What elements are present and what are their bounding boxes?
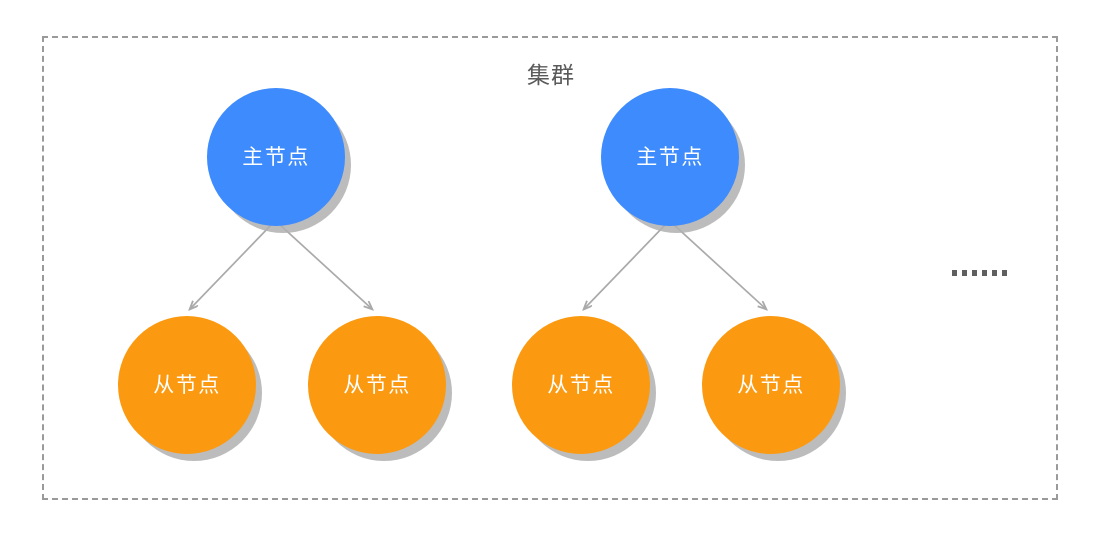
slave-node-1-label: 从节点 <box>153 374 221 397</box>
cluster-boundary <box>42 36 1058 500</box>
slave-node-3[interactable]: 从节点 <box>512 316 650 454</box>
master-node-2-label: 主节点 <box>636 146 704 169</box>
continuation-ellipsis <box>952 258 1012 288</box>
master-node-1-label: 主节点 <box>242 146 310 169</box>
cluster-title: 集群 <box>527 62 575 88</box>
ellipsis-dot <box>1002 270 1007 276</box>
slave-node-1[interactable]: 从节点 <box>118 316 256 454</box>
slave-node-3-label: 从节点 <box>547 374 615 397</box>
slave-node-2-label: 从节点 <box>343 374 411 397</box>
ellipsis-dot <box>962 270 967 276</box>
slave-node-4-label: 从节点 <box>737 374 805 397</box>
master-node-1[interactable]: 主节点 <box>207 88 345 226</box>
slave-node-4[interactable]: 从节点 <box>702 316 840 454</box>
master-node-2[interactable]: 主节点 <box>601 88 739 226</box>
ellipsis-dot <box>972 270 977 276</box>
ellipsis-dot <box>982 270 987 276</box>
ellipsis-dot <box>952 270 957 276</box>
slave-node-2[interactable]: 从节点 <box>308 316 446 454</box>
ellipsis-dot <box>992 270 997 276</box>
